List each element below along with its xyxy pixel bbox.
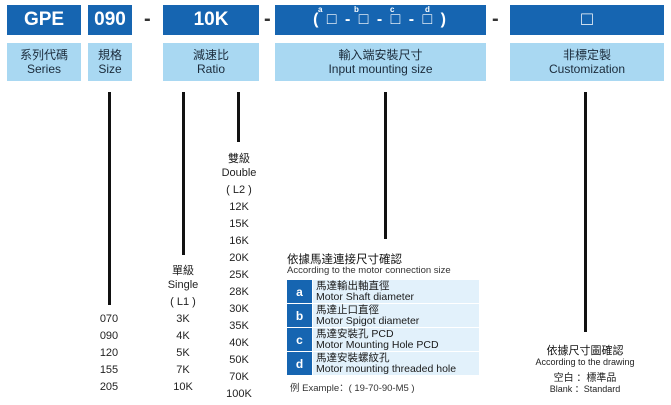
- custom-blank-zh: 空白 ：標準品: [553, 373, 617, 384]
- size-code-box: 090: [88, 5, 132, 35]
- double-ratio-value: 40K: [229, 337, 249, 349]
- single-ratio-value: 7K: [176, 364, 190, 376]
- size-label-en: Size: [98, 62, 122, 76]
- motor-title-zh: 依據馬達連接尺寸確認: [287, 254, 402, 266]
- motor-example: 例 Example：( 19-70-90-M5 ): [290, 383, 415, 394]
- double-ratio-value: 30K: [229, 303, 249, 315]
- custom-connector-line: [584, 92, 587, 332]
- double-ratio-value: 20K: [229, 252, 249, 264]
- motor-key: c: [287, 328, 312, 351]
- size-list: 070 090 120 155 205: [94, 313, 124, 398]
- motor-row-zh: 馬達安裝孔 PCD: [316, 327, 394, 340]
- motor-row-zh: 馬達輸出軸直徑: [316, 279, 390, 292]
- input-letter-d: d: [425, 5, 430, 14]
- ratio-label: 減速比 Ratio: [163, 43, 259, 81]
- input-label-zh: 輸入端安裝尺寸: [338, 48, 423, 62]
- double-title-code: ( L2 ): [226, 184, 252, 196]
- single-title-en: Single: [167, 279, 199, 291]
- input-label-en: Input mounting size: [328, 62, 433, 76]
- series-label-en: Series: [26, 62, 61, 76]
- ratio-code-box: 10K: [163, 5, 259, 35]
- single-title-code: ( L1 ): [170, 296, 196, 308]
- motor-key: d: [287, 352, 312, 375]
- size-value: 090: [99, 330, 119, 342]
- motor-row-text: 馬達止口直徑 Motor Spigot diameter: [312, 304, 479, 327]
- input-code-box: ( □ - □ - □ - □ ): [275, 5, 486, 35]
- double-ratio-value: 50K: [229, 354, 249, 366]
- single-ratio-value: 4K: [176, 330, 190, 342]
- input-letter-c: c: [390, 5, 395, 14]
- input-code: ( □ - □ - □ - □ ): [313, 11, 448, 28]
- motor-key: b: [287, 304, 312, 327]
- custom-label-en: Customization: [548, 62, 626, 76]
- motor-row-zh: 馬達安裝螺紋孔: [316, 351, 390, 364]
- single-title-zh: 單級: [172, 265, 194, 277]
- custom-blank-en: Blank ：Standard: [549, 384, 621, 394]
- single-ratio-value: 3K: [176, 313, 190, 325]
- single-ratio-value: 10K: [173, 381, 193, 393]
- motor-row-a: a 馬達輸出軸直徑 Motor Shaft diameter: [287, 280, 479, 303]
- dash-2: -: [264, 8, 271, 30]
- motor-row-text: 馬達輸出軸直徑 Motor Shaft diameter: [312, 280, 479, 303]
- double-ratio-value: 16K: [229, 235, 249, 247]
- double-ratio-value: 25K: [229, 269, 249, 281]
- double-ratio-value: 100K: [226, 388, 252, 400]
- series-label: 系列代碼 Series: [7, 43, 81, 81]
- ratio-code: 10K: [193, 9, 229, 30]
- ratio-label-en: Ratio: [196, 62, 225, 76]
- size-value: 205: [99, 381, 119, 393]
- double-ratio-value: 15K: [229, 218, 249, 230]
- motor-row-en: Motor mounting threaded hole: [316, 362, 457, 375]
- size-value: 070: [99, 313, 119, 325]
- motor-title-en: According to the motor connection size: [287, 265, 451, 276]
- size-value: 120: [99, 347, 119, 359]
- custom-code: □: [581, 9, 593, 30]
- motor-row-c: c 馬達安裝孔 PCD Motor Mounting Hole PCD: [287, 328, 479, 351]
- dash-1: -: [144, 8, 151, 30]
- motor-key: a: [287, 280, 312, 303]
- custom-label-zh: 非標定製: [562, 48, 611, 62]
- size-label: 規格 Size: [88, 43, 132, 81]
- double-ratio-value: 70K: [229, 371, 249, 383]
- size-value: 155: [99, 364, 119, 376]
- single-stage-list: 單級 Single ( L1 ) 3K 4K 5K 7K 10K: [160, 262, 206, 398]
- double-title-zh: 雙級: [228, 153, 250, 165]
- motor-row-text: 馬達安裝孔 PCD Motor Mounting Hole PCD: [312, 328, 479, 351]
- custom-code-box: □: [510, 5, 664, 35]
- double-ratio-value: 35K: [229, 320, 249, 332]
- double-ratio-value: 12K: [229, 201, 249, 213]
- series-code-box: GPE: [7, 5, 81, 35]
- double-stage-list: 雙級 Double ( L2 ) 12K 15K 16K 20K 25K 28K…: [214, 150, 264, 405]
- custom-label: 非標定製 Customization: [510, 43, 664, 81]
- single-ratio-value: 5K: [176, 347, 190, 359]
- size-connector-line: [108, 92, 111, 305]
- series-code: GPE: [23, 9, 65, 30]
- single-connector-line: [182, 92, 185, 255]
- input-label: 輸入端安裝尺寸 Input mounting size: [275, 43, 486, 81]
- series-label-zh: 系列代碼: [19, 48, 68, 62]
- motor-row-en: Motor Shaft diameter: [316, 290, 415, 303]
- custom-title-zh: 依據尺寸圖確認: [546, 345, 624, 357]
- motor-row-d: d 馬達安裝螺紋孔 Motor mounting threaded hole: [287, 352, 479, 375]
- motor-row-en: Motor Mounting Hole PCD: [316, 338, 439, 351]
- input-letter-a: a: [318, 5, 323, 14]
- motor-row-text: 馬達安裝螺紋孔 Motor mounting threaded hole: [312, 352, 479, 375]
- ratio-label-zh: 減速比: [192, 48, 229, 62]
- motor-row-en: Motor Spigot diameter: [316, 314, 420, 327]
- dash-3: -: [492, 8, 499, 30]
- double-connector-line: [237, 92, 240, 142]
- input-letter-b: b: [354, 5, 359, 14]
- double-ratio-value: 28K: [229, 286, 249, 298]
- size-code: 090: [94, 9, 126, 30]
- custom-title-en: According to the drawing: [535, 357, 635, 367]
- motor-row-zh: 馬達止口直徑: [316, 303, 379, 316]
- size-label-zh: 規格: [97, 48, 122, 62]
- motor-row-b: b 馬達止口直徑 Motor Spigot diameter: [287, 304, 479, 327]
- double-title-en: Double: [221, 167, 257, 179]
- motor-connector-line: [384, 92, 387, 239]
